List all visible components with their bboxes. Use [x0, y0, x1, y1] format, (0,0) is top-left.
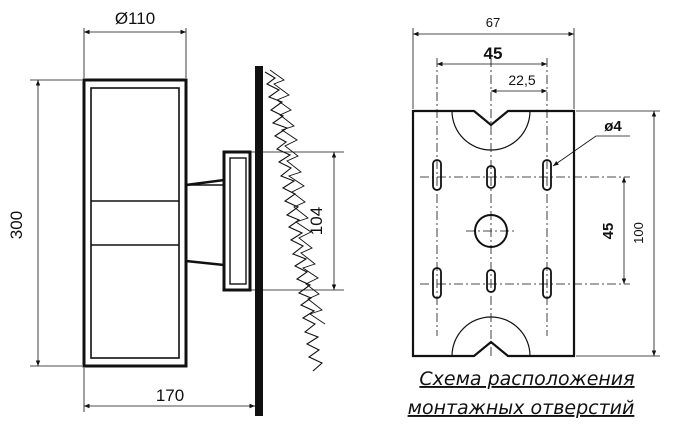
depth-label: 170 [156, 386, 184, 405]
centerlines [420, 58, 630, 356]
mount-bracket-inner [229, 157, 247, 285]
hole-diameter-label: ø4 [604, 118, 622, 135]
lamp-body-inner [90, 87, 180, 359]
plate-view [411, 28, 660, 358]
caption-line-2: монтажных отверстий [408, 397, 635, 419]
vertical-hole-span-label: 45 [600, 223, 617, 240]
mount-bracket [222, 150, 252, 292]
half-span-label: 22,5 [508, 72, 535, 88]
lamp-body [82, 78, 188, 368]
hole-leader [552, 135, 597, 167]
diameter-label: Ø110 [115, 9, 155, 28]
lamp-neck [185, 178, 226, 267]
caption-line-1: Схема расположения [419, 368, 634, 390]
plate-height-label: 100 [631, 222, 646, 244]
wall [255, 66, 263, 416]
mount-plate [411, 109, 576, 358]
bracket-label: 104 [307, 207, 326, 235]
hole-span-label: 45 [484, 44, 503, 63]
wall-hatching-2 [269, 69, 326, 325]
side-view [30, 28, 344, 416]
height-label: 300 [7, 211, 26, 239]
plate-width-label: 67 [486, 15, 500, 30]
wall-hatching [264, 71, 323, 372]
